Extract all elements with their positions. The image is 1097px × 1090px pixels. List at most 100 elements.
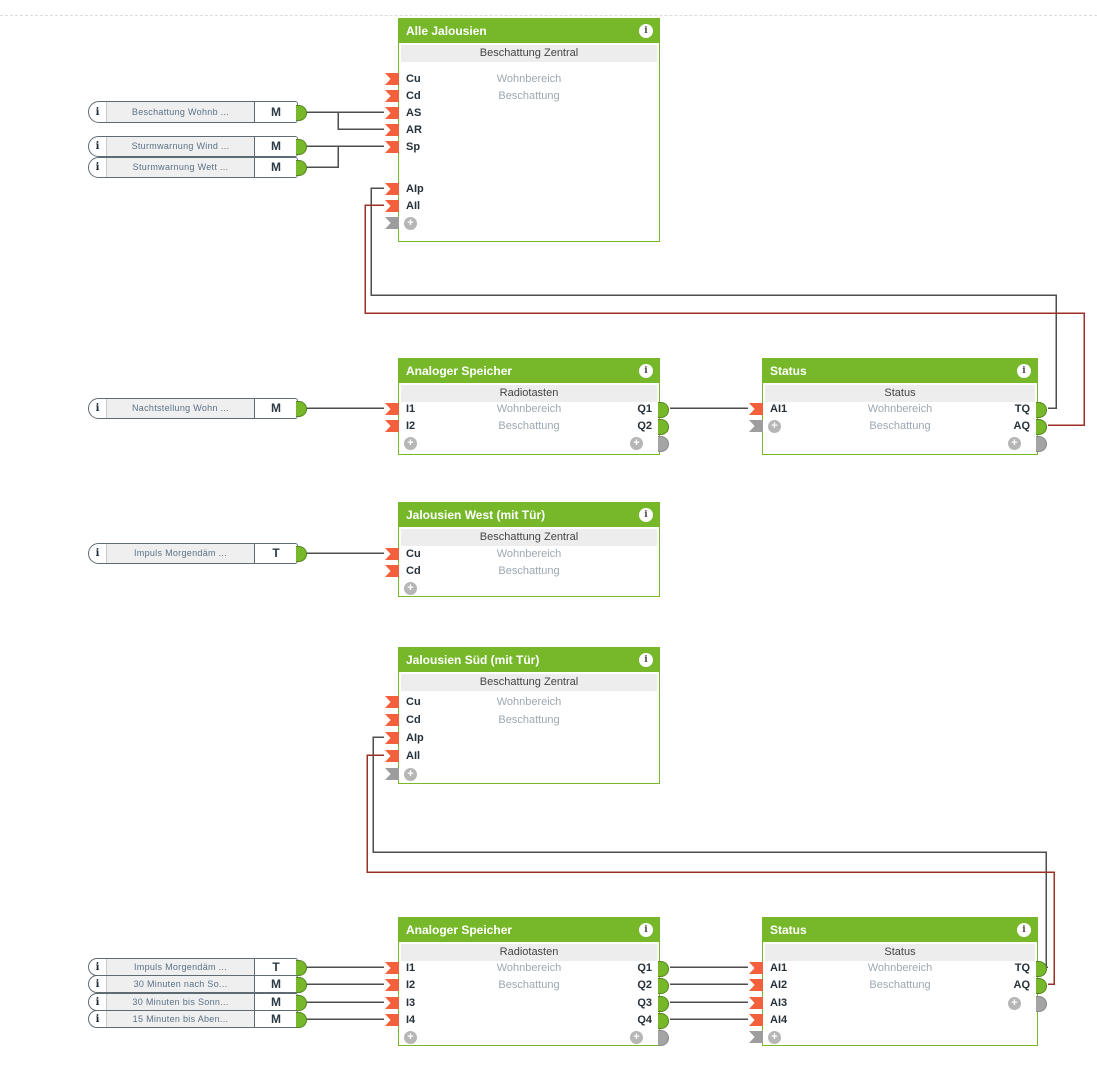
input-connector[interactable] <box>385 124 399 136</box>
add-input-plus-icon[interactable]: + <box>404 582 417 595</box>
pill-info-icon[interactable]: i <box>95 140 100 152</box>
input-connector[interactable] <box>385 962 399 974</box>
input-connector[interactable] <box>385 73 399 85</box>
pill-output-connector[interactable] <box>296 160 307 176</box>
input-connector[interactable] <box>385 997 399 1009</box>
add-input-plus-icon[interactable]: + <box>404 217 417 230</box>
info-icon[interactable]: i <box>639 923 653 937</box>
pill-output-connector[interactable] <box>296 401 307 417</box>
input-connector[interactable] <box>385 141 399 153</box>
input-connector[interactable] <box>385 548 399 560</box>
add-output-plus-icon[interactable]: + <box>630 1031 643 1044</box>
output-connector[interactable] <box>658 978 669 994</box>
input-connector[interactable] <box>749 403 763 415</box>
add-output-connector-icon[interactable] <box>1036 436 1047 452</box>
pill-info-icon[interactable]: i <box>95 106 100 118</box>
pill-info-icon[interactable]: i <box>95 547 100 559</box>
output-connector[interactable] <box>1036 961 1047 977</box>
add-input-plus-icon[interactable]: + <box>404 437 417 450</box>
add-input-plus-icon[interactable]: + <box>404 768 417 781</box>
input-connector[interactable] <box>749 979 763 991</box>
output-connector[interactable] <box>1036 978 1047 994</box>
input-connector[interactable] <box>385 696 399 708</box>
input-connector[interactable] <box>385 750 399 762</box>
pill-output-connector[interactable] <box>296 139 307 155</box>
pill-output-connector[interactable] <box>296 1012 307 1028</box>
input-connector[interactable] <box>749 1014 763 1026</box>
pill-output-connector[interactable] <box>296 977 307 993</box>
input-connector[interactable] <box>385 200 399 212</box>
pill-info-icon[interactable]: i <box>95 996 100 1008</box>
add-input-connector-icon[interactable] <box>385 217 399 229</box>
info-icon[interactable]: i <box>1017 364 1031 378</box>
output-connector[interactable] <box>658 419 669 435</box>
add-output-plus-icon[interactable]: + <box>630 437 643 450</box>
block-header[interactable]: Jalousien Süd (mit Tür)i <box>399 648 659 672</box>
input-connector[interactable] <box>385 979 399 991</box>
info-icon[interactable]: i <box>639 364 653 378</box>
pill-info-icon[interactable]: i <box>95 961 100 973</box>
output-connector[interactable] <box>658 961 669 977</box>
input-connector[interactable] <box>385 714 399 726</box>
add-output-connector-icon[interactable] <box>658 1030 669 1046</box>
add-input-plus-icon[interactable]: + <box>768 1031 781 1044</box>
input-connector[interactable] <box>385 90 399 102</box>
block-header[interactable]: Jalousien West (mit Tür)i <box>399 503 659 527</box>
input-connector[interactable] <box>385 420 399 432</box>
input-connector[interactable] <box>385 183 399 195</box>
input-connector[interactable] <box>385 403 399 415</box>
input-connector[interactable] <box>749 962 763 974</box>
output-connector[interactable] <box>658 996 669 1012</box>
input-connector[interactable] <box>385 1014 399 1026</box>
pill-output-connector[interactable] <box>296 546 307 562</box>
input-connector[interactable] <box>385 107 399 119</box>
add-output-connector-icon[interactable] <box>658 436 669 452</box>
pill-info-icon[interactable]: i <box>95 1013 100 1025</box>
pill-output-connector[interactable] <box>296 995 307 1011</box>
add-output-connector-icon[interactable] <box>1036 996 1047 1012</box>
add-input-plus-icon[interactable]: + <box>768 420 781 433</box>
add-input-plus-icon[interactable]: + <box>404 1031 417 1044</box>
output-connector[interactable] <box>658 402 669 418</box>
add-input-connector-icon[interactable] <box>749 420 763 432</box>
add-input-connector-icon[interactable] <box>385 768 399 780</box>
add-output-plus-icon[interactable]: + <box>1008 997 1021 1010</box>
add-output-plus-icon[interactable]: + <box>1008 437 1021 450</box>
pill-info-icon[interactable]: i <box>95 161 100 173</box>
pill-output-connector[interactable] <box>296 960 307 976</box>
output-connector[interactable] <box>1036 402 1047 418</box>
output-connector[interactable] <box>658 1013 669 1029</box>
input-connector[interactable] <box>749 997 763 1009</box>
info-icon[interactable]: i <box>639 24 653 38</box>
add-input-connector-icon[interactable] <box>749 1031 763 1043</box>
info-icon[interactable]: i <box>1017 923 1031 937</box>
pill-output-connector[interactable] <box>296 105 307 121</box>
pill-info-icon[interactable]: i <box>95 978 100 990</box>
input-connector[interactable] <box>385 565 399 577</box>
pill-info-icon[interactable]: i <box>95 402 100 414</box>
input-connector[interactable] <box>385 732 399 744</box>
output-connector[interactable] <box>1036 419 1047 435</box>
